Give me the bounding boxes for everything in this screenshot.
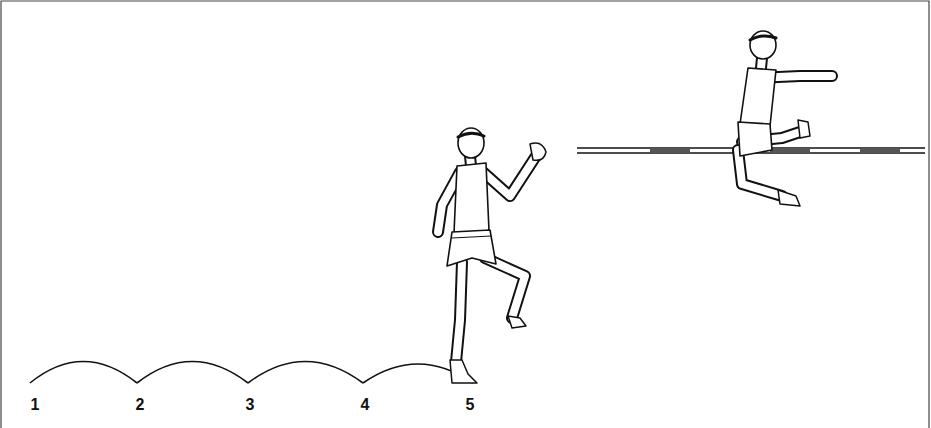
runner-figure (438, 128, 546, 383)
stride-arc (137, 362, 248, 384)
step-number: 1 (31, 397, 40, 413)
stride-arc (30, 362, 137, 384)
step-number: 3 (246, 397, 255, 413)
step-number: 5 (466, 397, 475, 413)
stride-arc (248, 362, 363, 384)
stride-arcs (30, 362, 473, 384)
step-number: 4 (361, 397, 370, 413)
jumper-figure (738, 31, 832, 206)
step-number: 2 (136, 397, 145, 413)
